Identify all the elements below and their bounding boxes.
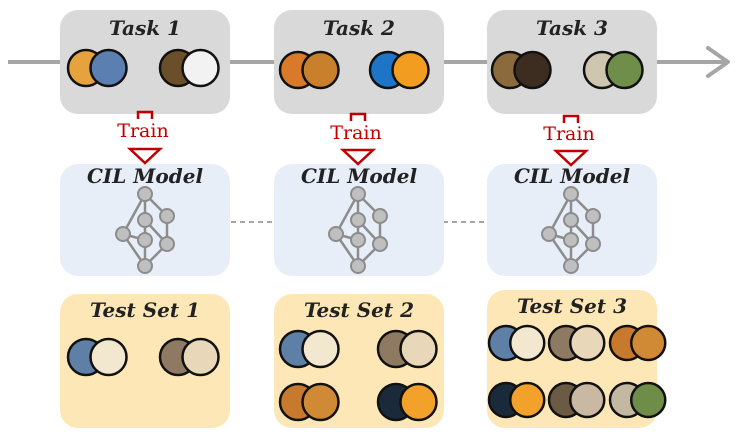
test-3-pair-3-image-b	[630, 324, 667, 362]
network-node-2-2	[328, 226, 344, 242]
network-node-1-2	[115, 226, 131, 242]
train-bracket-1	[136, 110, 154, 119]
train-arrow-2	[339, 148, 377, 166]
network-node-3-3	[563, 212, 579, 228]
timeline-arrowhead	[706, 46, 730, 78]
cil-model-label-1: CIL Model	[86, 164, 204, 188]
network-node-1-3	[137, 212, 153, 228]
task-2-pair-1-image-b	[301, 50, 340, 90]
train-bracket-2	[349, 112, 367, 121]
test-1-pair-1-image-b	[89, 337, 128, 377]
network-node-1-1	[137, 186, 153, 202]
network-node-2-6	[372, 236, 388, 252]
train-arrow-3	[552, 149, 590, 167]
test-set-title-3: Test Set 3	[516, 294, 628, 318]
test-set-title-2: Test Set 2	[303, 298, 415, 322]
train-arrow-1	[126, 147, 164, 165]
network-node-3-2	[541, 226, 557, 242]
task-1-pair-1-image-b	[89, 48, 128, 88]
task-title-3: Task 3	[536, 16, 608, 40]
network-node-3-1	[563, 186, 579, 202]
network-node-1-4	[159, 208, 175, 224]
network-node-3-7	[563, 258, 579, 274]
network-node-2-5	[350, 232, 366, 248]
test-2-pair-4-image-b	[399, 382, 438, 422]
task-3-pair-2-image-b	[605, 50, 644, 90]
task-title-2: Task 2	[323, 16, 395, 40]
train-label-2: Train	[330, 122, 382, 144]
test-2-pair-1-image-b	[301, 329, 340, 369]
task-title-1: Task 1	[109, 16, 181, 40]
test-3-pair-5-image-b	[569, 381, 606, 419]
network-node-3-5	[563, 232, 579, 248]
network-node-2-1	[350, 186, 366, 202]
cil-model-label-2: CIL Model	[300, 164, 418, 188]
cil-model-label-3: CIL Model	[513, 164, 631, 188]
task-3-pair-1-image-b	[513, 50, 552, 90]
test-2-pair-2-image-b	[399, 329, 438, 369]
task-1-pair-2-image-b	[181, 48, 220, 88]
network-node-3-6	[585, 236, 601, 252]
test-set-title-1: Test Set 1	[89, 298, 201, 322]
network-node-1-7	[137, 258, 153, 274]
network-node-1-5	[137, 232, 153, 248]
network-node-3-4	[585, 208, 601, 224]
train-label-1: Train	[117, 120, 169, 142]
test-3-pair-6-image-b	[630, 381, 667, 419]
test-1-pair-2-image-b	[181, 337, 220, 377]
network-node-2-7	[350, 258, 366, 274]
train-label-3: Train	[543, 123, 595, 145]
network-node-1-6	[159, 236, 175, 252]
test-3-pair-2-image-b	[569, 324, 606, 362]
test-3-pair-1-image-b	[509, 324, 546, 362]
network-node-2-3	[350, 212, 366, 228]
task-2-pair-2-image-b	[391, 50, 430, 90]
test-3-pair-4-image-b	[509, 381, 546, 419]
train-bracket-3	[562, 114, 580, 123]
test-2-pair-3-image-b	[301, 382, 340, 422]
network-node-2-4	[372, 208, 388, 224]
